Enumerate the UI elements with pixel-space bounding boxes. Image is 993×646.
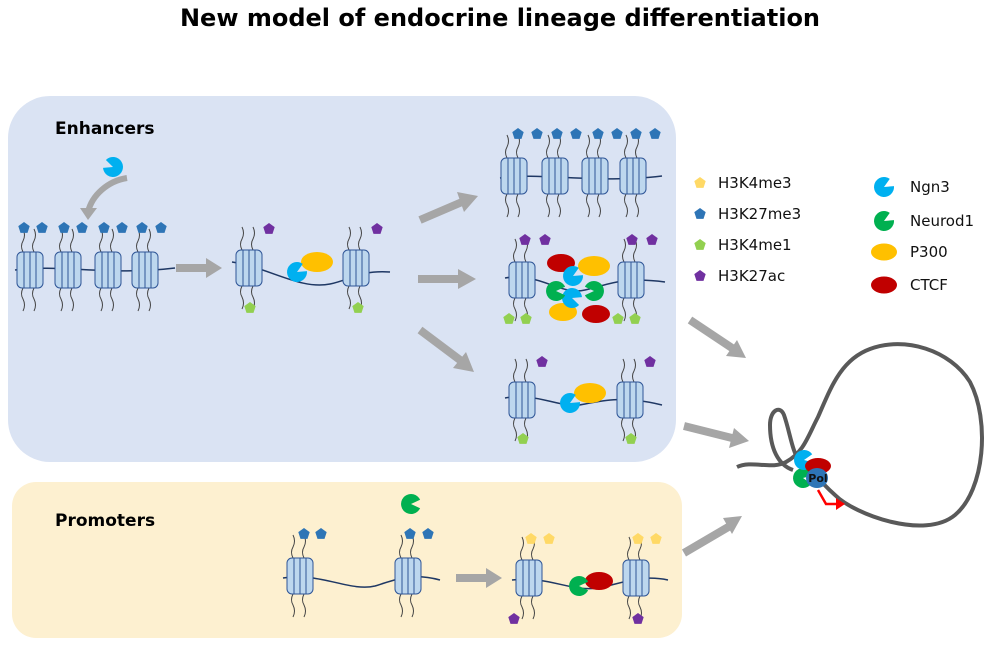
legend-label: H3K27me3 (718, 205, 801, 223)
enhancer-active-chromatin (503, 234, 666, 324)
promoter-active-chromatin (508, 533, 669, 624)
ngn3-factor (287, 262, 307, 282)
legend-item-h3k4me3: H3K4me3 (694, 174, 792, 192)
transition-arrow (681, 516, 742, 557)
enhancer-repressed-chromatin (499, 128, 663, 218)
pacman-icon (874, 211, 894, 231)
legend-label: H3K27ac (718, 267, 785, 285)
pol-label: Pol (808, 472, 827, 485)
tss-arrow (816, 489, 838, 506)
enhancer-poised-chromatin (504, 356, 663, 444)
transition-arrow (683, 422, 749, 448)
promoters-panel (12, 482, 682, 638)
enhancer-closed-chromatin (14, 156, 176, 312)
p300-factor (574, 383, 606, 403)
transition-arrow (418, 192, 478, 224)
legend-item-h3k27ac: H3K27ac (694, 267, 785, 285)
loop-strand (736, 342, 984, 528)
neurod1-factor (401, 494, 421, 514)
ngn3-factor (103, 156, 123, 177)
chromatin-loop: Pol (736, 342, 984, 528)
legend-label: CTCF (910, 276, 948, 294)
ctcf-factor (585, 572, 613, 590)
ctcf-factor (582, 305, 610, 323)
tss-arrowhead (836, 498, 845, 510)
legend-item-h3k4me1: H3K4me1 (694, 236, 792, 254)
legend-item-h3k27me3: H3K27me3 (694, 205, 801, 223)
legend-item-ngn3: Ngn3 (874, 177, 950, 197)
neurod1-factor (546, 281, 566, 301)
transition-arrow (417, 326, 474, 372)
legend-item-p300: P300 (871, 243, 948, 261)
neurod1-factor (569, 576, 589, 596)
legend-item-ctcf: CTCF (871, 276, 948, 294)
p300-factor (578, 256, 610, 276)
enhancers-label: Enhancers (55, 119, 155, 139)
promoter-repressed-chromatin (282, 494, 441, 618)
pol-ii (806, 468, 828, 488)
legend-label: H3K4me1 (718, 236, 792, 254)
ngn3-factor (562, 288, 582, 309)
p300-factor (301, 252, 333, 272)
transition-arrow (418, 269, 476, 289)
enhancer-primed-chromatin (231, 223, 391, 313)
ellipse-icon (871, 276, 897, 294)
neurod1-factor (584, 281, 604, 301)
loop-strand (767, 407, 802, 472)
ellipse-icon (871, 243, 897, 261)
ngn3-factor (560, 393, 580, 413)
promoters-label: Promoters (55, 511, 155, 531)
pacman-icon (874, 177, 894, 197)
transition-arrow (456, 568, 502, 588)
ngn3-factor (563, 266, 583, 286)
legend-label: P300 (910, 243, 948, 261)
transition-arrow (176, 258, 222, 278)
pentagon-icon (694, 270, 706, 281)
pentagon-icon (694, 177, 706, 188)
pentagon-icon (694, 239, 706, 250)
legend-item-neurod1: Neurod1 (874, 211, 974, 231)
binding-arrow (85, 175, 128, 213)
legend-label: Ngn3 (910, 178, 950, 196)
transition-arrow (687, 316, 746, 358)
figure-title: New model of endocrine lineage different… (180, 4, 820, 32)
legend-label: Neurod1 (910, 212, 974, 230)
pentagon-icon (694, 208, 706, 219)
legend-label: H3K4me3 (718, 174, 792, 192)
